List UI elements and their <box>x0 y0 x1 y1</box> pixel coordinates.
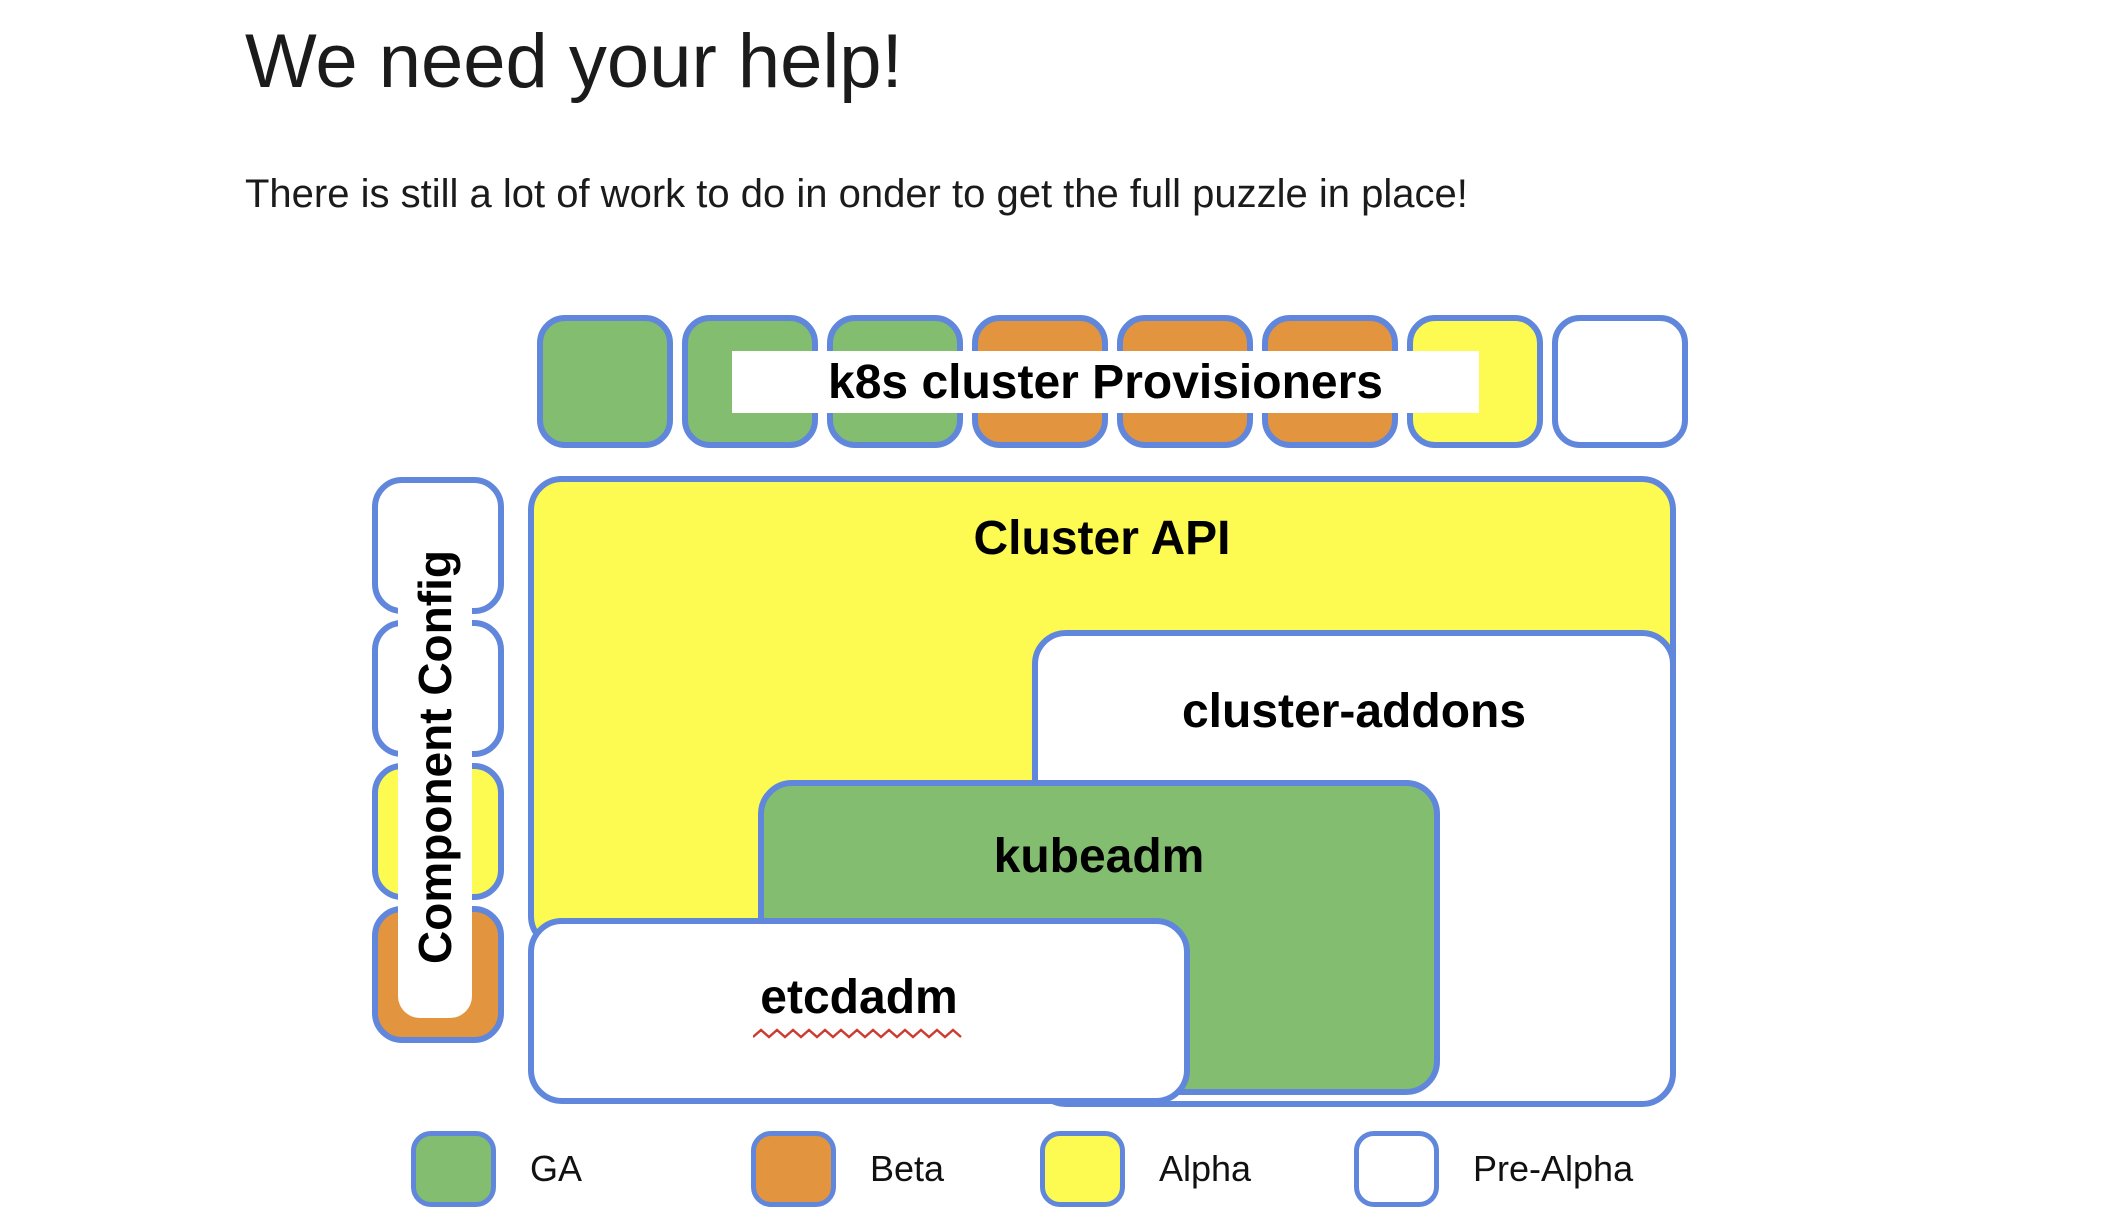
etcdadm-box: etcdadm <box>528 918 1190 1104</box>
legend-label-alpha: Alpha <box>1159 1148 1252 1189</box>
provisioners-label: k8s cluster Provisioners <box>828 355 1383 409</box>
provisioner-piece-pre-alpha <box>1552 315 1688 448</box>
component-config-strip: Component Config <box>398 495 472 1018</box>
cluster-api-label: Cluster API <box>973 512 1231 565</box>
legend-item-pre-alpha: Pre-Alpha <box>1354 1131 1633 1207</box>
legend-label-ga: GA <box>530 1148 583 1189</box>
legend-swatch-alpha <box>1040 1131 1125 1207</box>
component-config-label: Component Config <box>409 549 462 964</box>
legend-swatch-ga <box>411 1131 496 1207</box>
provisioners-label-box: k8s cluster Provisioners <box>732 351 1479 413</box>
spellcheck-squiggle-icon <box>753 1028 962 1039</box>
page-title: We need your help! <box>245 19 903 104</box>
cluster-addons-label: cluster-addons <box>1181 685 1527 738</box>
legend-swatch-beta <box>751 1131 836 1207</box>
legend-item-beta: Beta <box>751 1131 944 1207</box>
provisioner-piece-ga <box>537 315 673 448</box>
legend-label-pre-alpha: Pre-Alpha <box>1473 1148 1634 1189</box>
etcdadm-label: etcdadm <box>760 971 958 1024</box>
kubeadm-label: kubeadm <box>993 830 1205 883</box>
legend-item-ga: GA <box>411 1131 582 1207</box>
legend-item-alpha: Alpha <box>1040 1131 1251 1207</box>
legend-swatch-pre-alpha <box>1354 1131 1439 1207</box>
legend-label-beta: Beta <box>870 1148 945 1189</box>
page-subtitle: There is still a lot of work to do in on… <box>245 172 1468 216</box>
